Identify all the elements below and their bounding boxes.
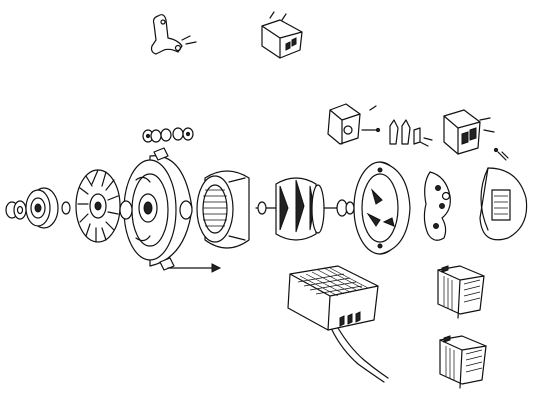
pulley xyxy=(25,187,71,229)
slip-ring-end-housing xyxy=(353,161,411,255)
rectifier-plate xyxy=(423,171,451,241)
rotor xyxy=(255,177,355,241)
regulator-pack-lower xyxy=(439,335,487,389)
regulator-module xyxy=(287,265,389,383)
brush-set xyxy=(389,119,433,147)
brush-holder-regulator-b xyxy=(443,109,499,155)
assembly-arrow xyxy=(167,263,222,273)
regulator-pack-upper xyxy=(437,265,485,319)
brush-holder-small xyxy=(261,11,303,59)
bracket xyxy=(150,14,197,55)
rectifier-cover xyxy=(479,151,528,241)
pulley-nut-washer xyxy=(5,200,27,220)
fan xyxy=(75,169,121,243)
brush-holder-regulator-a xyxy=(327,103,381,145)
bolt-set xyxy=(142,127,194,143)
drive-end-housing xyxy=(119,147,193,271)
stator xyxy=(196,170,250,249)
